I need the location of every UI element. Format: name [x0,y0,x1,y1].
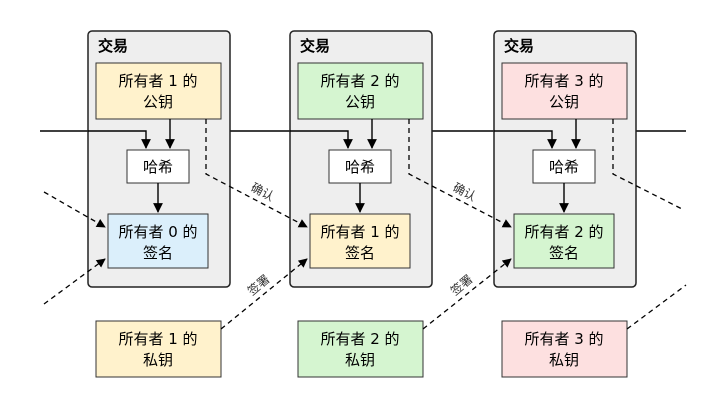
transaction-3-public-key-line2: 公钥 [549,93,579,111]
private-key-1-line1: 所有者 1 的 [118,330,197,348]
sign-label-1: 签署 [244,271,272,298]
transaction-1: 交易 所有者 1 的 公钥 哈希 所有者 0 的 签名 [87,30,231,288]
transaction-3-signature-box [513,213,615,269]
transaction-1-title: 交易 [98,37,128,55]
transaction-3-signature-line2: 签名 [549,244,579,262]
verify-label-1: 确认 [249,180,277,204]
transaction-2-public-key-line1: 所有者 2 的 [320,72,399,90]
transaction-1-public-key-line2: 公钥 [143,93,173,111]
private-key-1: 所有者 1 的 私钥 [95,320,222,378]
transaction-1-hash-box [126,149,190,184]
private-key-1-line2: 私钥 [143,351,173,369]
private-key-2-line2: 私钥 [345,351,375,369]
verify-label-2: 确认 [451,180,479,204]
transaction-1-signature-box [107,213,209,269]
transaction-3-public-key-line1: 所有者 3 的 [524,72,603,90]
transaction-1-public-key-line1: 所有者 1 的 [118,72,197,90]
verify-edge-incoming [43,191,106,228]
sign-edge-incoming [43,258,106,305]
transaction-3-hash-box [532,149,596,184]
private-key-3-line1: 所有者 3 的 [524,330,603,348]
transaction-1-chain-to-hash-arrow [88,130,151,149]
transaction-3-public-key-box [501,62,628,120]
sign-edge-3-out [626,284,687,330]
transaction-2-public-key-box [297,62,424,120]
transaction-3-hash-label: 哈希 [549,158,579,176]
transaction-2-signature-line1: 所有者 1 的 [320,223,399,241]
private-key-1-box [95,320,222,378]
transaction-1-hash-label: 哈希 [143,158,173,176]
verify-edge-3-out [612,119,685,211]
private-key-2: 所有者 2 的 私钥 [297,320,424,378]
transaction-1-public-key-box [95,62,222,120]
transaction-2-public-key-line2: 公钥 [345,93,375,111]
transaction-2-title: 交易 [300,37,330,55]
transaction-3-chain-to-hash-arrow [494,130,557,149]
sign-edge-2-to-3 [422,258,512,330]
verify-edge-1-to-2 [205,119,308,228]
transaction-2: 交易 所有者 2 的 公钥 哈希 所有者 1 的 签名 [289,30,433,288]
private-key-2-box [297,320,424,378]
transaction-2-chain-to-hash-arrow [290,130,353,149]
sign-label-2: 签署 [447,271,475,298]
private-key-3-box [501,320,628,378]
sign-edge-1-to-2 [220,258,308,330]
transaction-1-signature-line1: 所有者 0 的 [118,223,197,241]
private-key-2-line1: 所有者 2 的 [320,330,399,348]
transaction-3-title: 交易 [504,37,534,55]
private-key-3-line2: 私钥 [549,351,579,369]
transaction-2-signature-box [309,213,411,269]
transaction-1-signature-line2: 签名 [143,244,173,262]
transaction-2-hash-label: 哈希 [345,158,375,176]
transaction-2-signature-line2: 签名 [345,244,375,262]
transaction-2-hash-box [328,149,392,184]
transaction-3-signature-line1: 所有者 2 的 [524,223,603,241]
transaction-3: 交易 所有者 3 的 公钥 哈希 所有者 2 的 签名 [493,30,637,288]
private-key-3: 所有者 3 的 私钥 [501,320,628,378]
verify-edge-2-to-3 [408,119,512,228]
